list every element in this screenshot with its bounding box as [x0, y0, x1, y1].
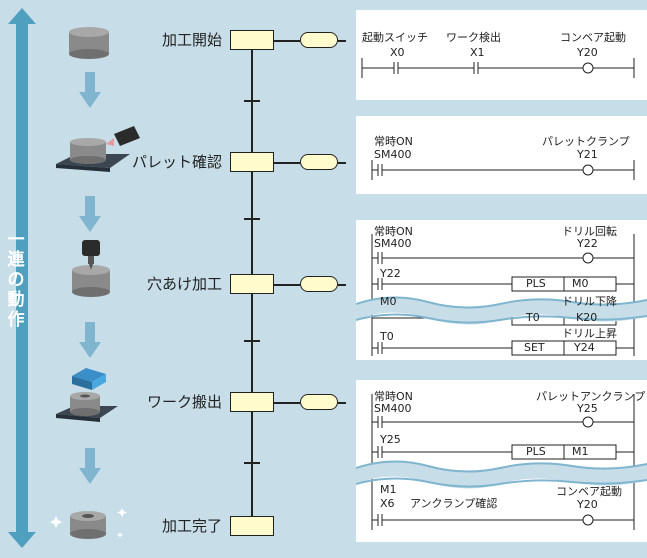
comment-drill-up: ドリル上昇 [562, 327, 617, 340]
action-box [300, 276, 338, 292]
action-connector [338, 40, 346, 42]
device-m0-contact: M0 [380, 295, 397, 308]
finished-workpiece-icon [50, 508, 127, 539]
down-arrow-icon [79, 72, 101, 108]
comment-pallet-clamp: パレットクランプ [542, 135, 630, 148]
step-box-complete [230, 516, 274, 536]
action-connector [338, 284, 346, 286]
transition-mark [244, 218, 260, 220]
comment-drill-down: ドリル下降 [562, 295, 617, 308]
down-arrow-icon [79, 322, 101, 358]
action-box [300, 154, 338, 170]
ladder-panel-pallet: 常時ON パレットクランプ SM400 Y21 [356, 116, 647, 194]
device-x0: X0 [390, 46, 405, 59]
step-label-start: 加工開始 [161, 31, 222, 49]
action-box [300, 32, 338, 48]
timer-t0: T0 [526, 311, 540, 324]
instr-set: SET [524, 341, 545, 354]
step-box-start [230, 30, 274, 50]
down-arrow-icon [79, 448, 101, 484]
comment-always-on: 常時ON [374, 225, 413, 238]
device-y21: Y21 [577, 148, 598, 161]
comment-always-on: 常時ON [374, 390, 413, 403]
action-connector [338, 162, 346, 164]
step-label-drilling: 穴あけ加工 [146, 275, 222, 293]
sequence-arrow-bar [8, 8, 36, 548]
comment-work-detect: ワーク検出 [446, 31, 501, 44]
device-y24: Y24 [574, 341, 595, 354]
device-sm400: SM400 [374, 402, 412, 415]
transition-mark [244, 340, 260, 342]
device-y22: Y22 [577, 237, 598, 250]
comment-start-switch: 起動スイッチ [362, 31, 428, 44]
workpiece-unload-icon [56, 368, 118, 422]
drill-icon [72, 240, 110, 297]
instr-pls: PLS [526, 445, 546, 458]
step-connector [274, 40, 300, 42]
step-box-drilling [230, 274, 274, 294]
action-box [300, 394, 338, 410]
device-y20: Y20 [577, 498, 598, 511]
comment-drill-rotate: ドリル回転 [562, 225, 617, 238]
side-label-char: 連 [7, 250, 25, 270]
ladder-panel-unload: 常時ON パレットアンクランプ SM400 Y25 Y25 PLS M1 M1 … [356, 380, 647, 542]
comment-conveyor-start: コンベア起動 [556, 485, 622, 498]
step-label-pallet-check: パレット確認 [131, 153, 222, 171]
comment-conveyor-start: コンベア起動 [560, 31, 626, 44]
device-y25: Y25 [577, 402, 598, 415]
step-box-pallet-check [230, 152, 274, 172]
side-label-char: 作 [7, 310, 25, 330]
down-arrow-icon [79, 196, 101, 232]
ladder-panel-start: 起動スイッチ ワーク検出 コンベア起動 X0 X1 Y20 [356, 10, 647, 100]
device-y20: Y20 [577, 46, 598, 59]
step-connector [274, 402, 300, 404]
comment-always-on: 常時ON [374, 135, 413, 148]
transition-mark [244, 462, 260, 464]
device-y25-contact: Y25 [380, 433, 401, 446]
step-box-unload [230, 392, 274, 412]
device-x6: X6 [380, 497, 395, 510]
side-label-char: の [7, 270, 25, 290]
transition-mark [244, 100, 260, 102]
device-t0-contact: T0 [380, 330, 394, 343]
device-sm400: SM400 [374, 148, 412, 161]
device-y22-contact: Y22 [380, 267, 401, 280]
side-label-char: 一 [7, 230, 25, 250]
step-label-complete: 加工完了 [161, 517, 222, 535]
side-label-char: 動 [7, 290, 25, 310]
ladder-panel-drill: 常時ON ドリル回転 SM400 Y22 Y22 PLS M0 M0 ドリル下降… [356, 220, 647, 360]
device-m0: M0 [572, 277, 589, 290]
device-sm400: SM400 [374, 237, 412, 250]
step-connector [274, 162, 300, 164]
pallet-sensor-icon [56, 126, 140, 172]
action-connector [338, 402, 346, 404]
step-label-unload: ワーク搬出 [146, 393, 222, 411]
comment-unclamp-confirm: アンクランプ確認 [410, 497, 498, 510]
device-m1: M1 [572, 445, 589, 458]
const-k20: K20 [576, 311, 598, 324]
instr-pls: PLS [526, 277, 546, 290]
step-connector [274, 284, 300, 286]
comment-pallet-unclamp: パレットアンクランプ [536, 390, 646, 403]
workpiece-icon [69, 27, 109, 59]
device-x1: X1 [470, 46, 485, 59]
